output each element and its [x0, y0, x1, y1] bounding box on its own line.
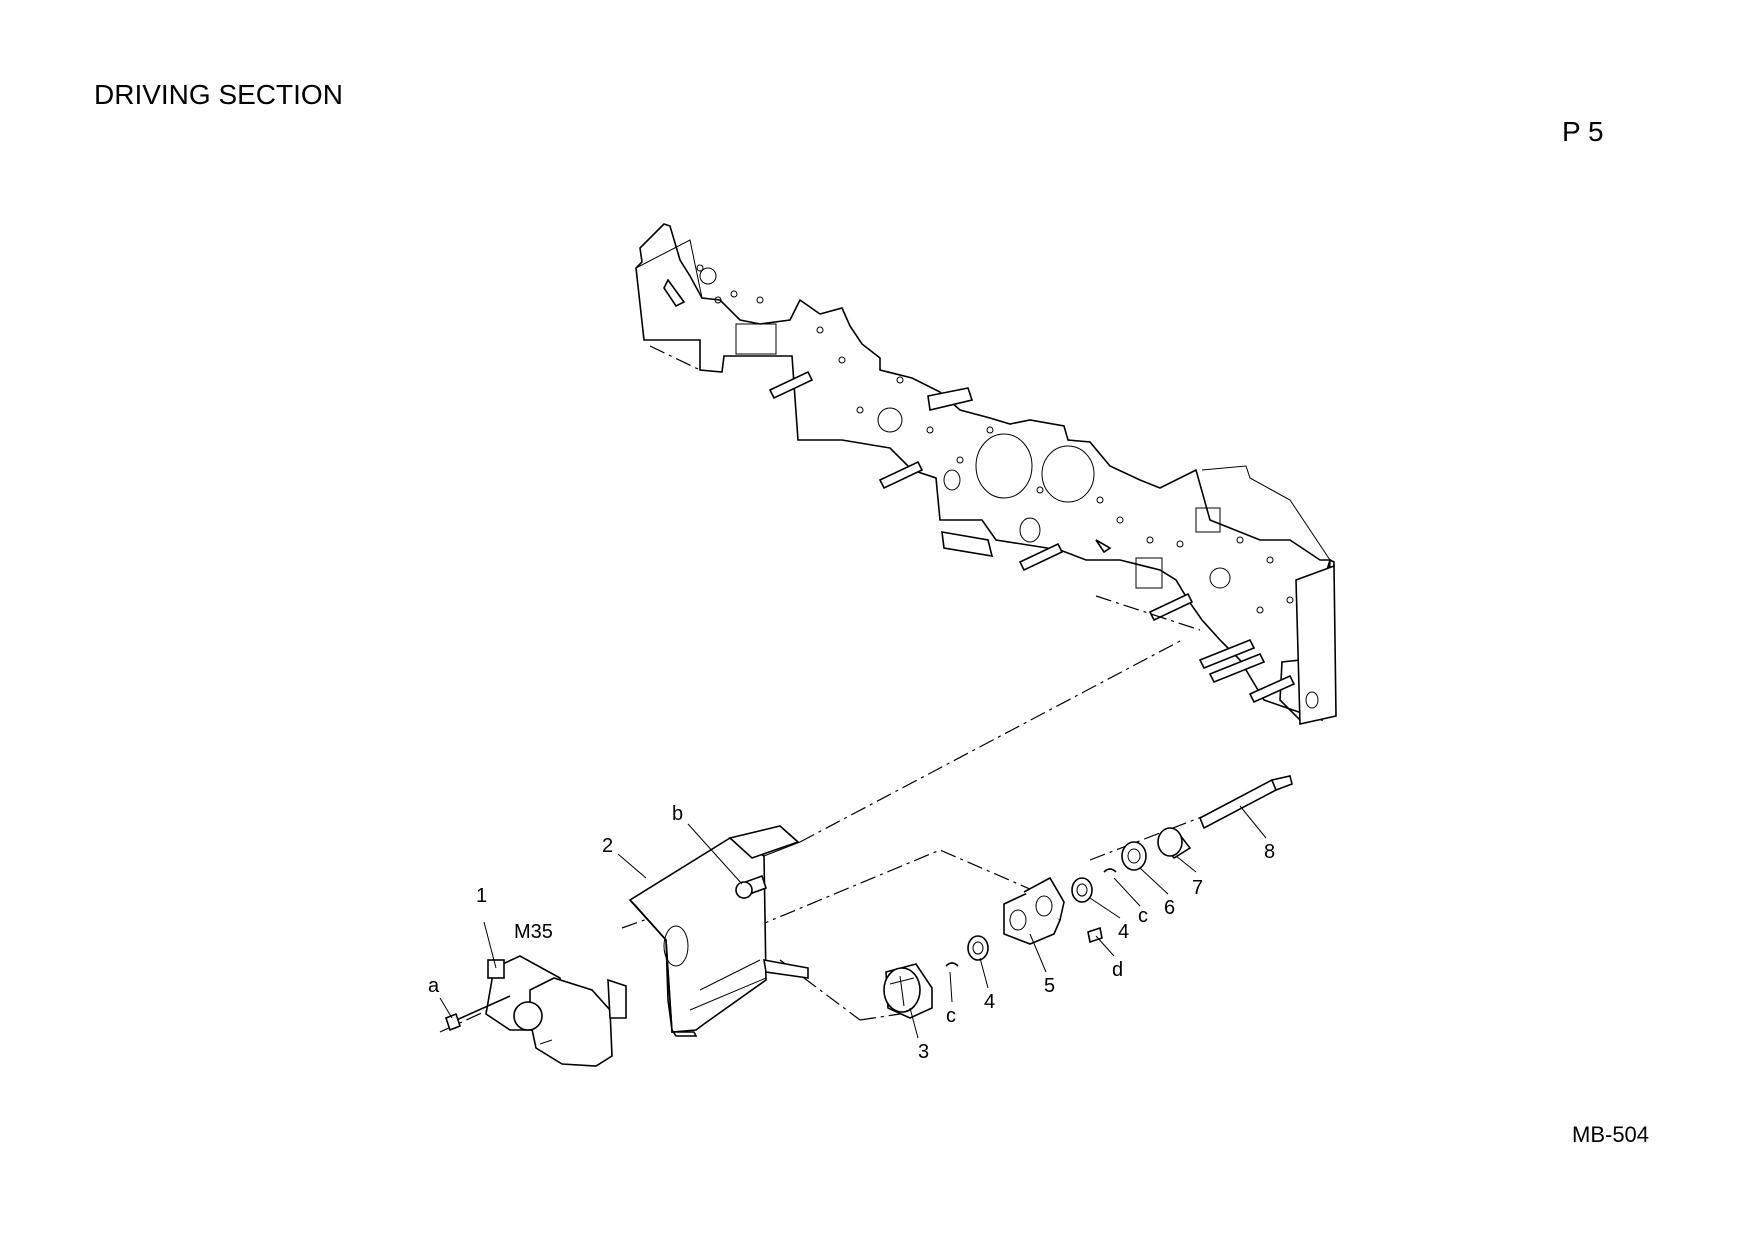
page-title: DRIVING SECTION	[94, 79, 343, 110]
motor-bracket	[628, 825, 809, 1037]
screw-a	[445, 995, 511, 1032]
bearing-4-lower	[967, 935, 989, 961]
callout-3: 3	[918, 1041, 929, 1063]
callout-8: 8	[1264, 841, 1275, 863]
screw-b	[735, 874, 768, 899]
callout-2: 2	[602, 835, 613, 857]
callout-5: 5	[1044, 975, 1055, 997]
callout-b: b	[672, 803, 683, 825]
gear-3	[883, 963, 933, 1019]
callout-c-lower: c	[946, 1005, 956, 1027]
callout-c-upper: c	[1138, 905, 1148, 927]
leader-lines	[439, 805, 1267, 1039]
callout-6: 6	[1164, 897, 1175, 919]
bearing-4-upper	[1071, 877, 1093, 903]
shaft-8	[1198, 775, 1293, 830]
coupling-7	[1157, 827, 1192, 860]
callout-d: d	[1112, 959, 1123, 981]
callout-labels: 1 M35 2 b a 3 c 4 5 d 4 c 6 7 8	[428, 803, 1275, 1063]
model-code: MB-504	[1572, 1122, 1650, 1147]
frame-plate	[635, 223, 1337, 725]
callout-a: a	[428, 975, 440, 997]
callout-4-upper: 4	[1118, 921, 1129, 943]
callout-7: 7	[1192, 877, 1203, 899]
ring-c-upper	[1103, 868, 1117, 873]
bearing-bracket-5	[1003, 876, 1065, 945]
page-number: P 5	[1562, 116, 1604, 147]
callout-1: 1	[476, 885, 487, 907]
callout-m35: M35	[514, 921, 553, 943]
ring-c-lower	[945, 962, 959, 967]
callout-4-lower: 4	[984, 991, 995, 1013]
motor-m35	[485, 955, 627, 1067]
spring-6	[1121, 841, 1147, 871]
